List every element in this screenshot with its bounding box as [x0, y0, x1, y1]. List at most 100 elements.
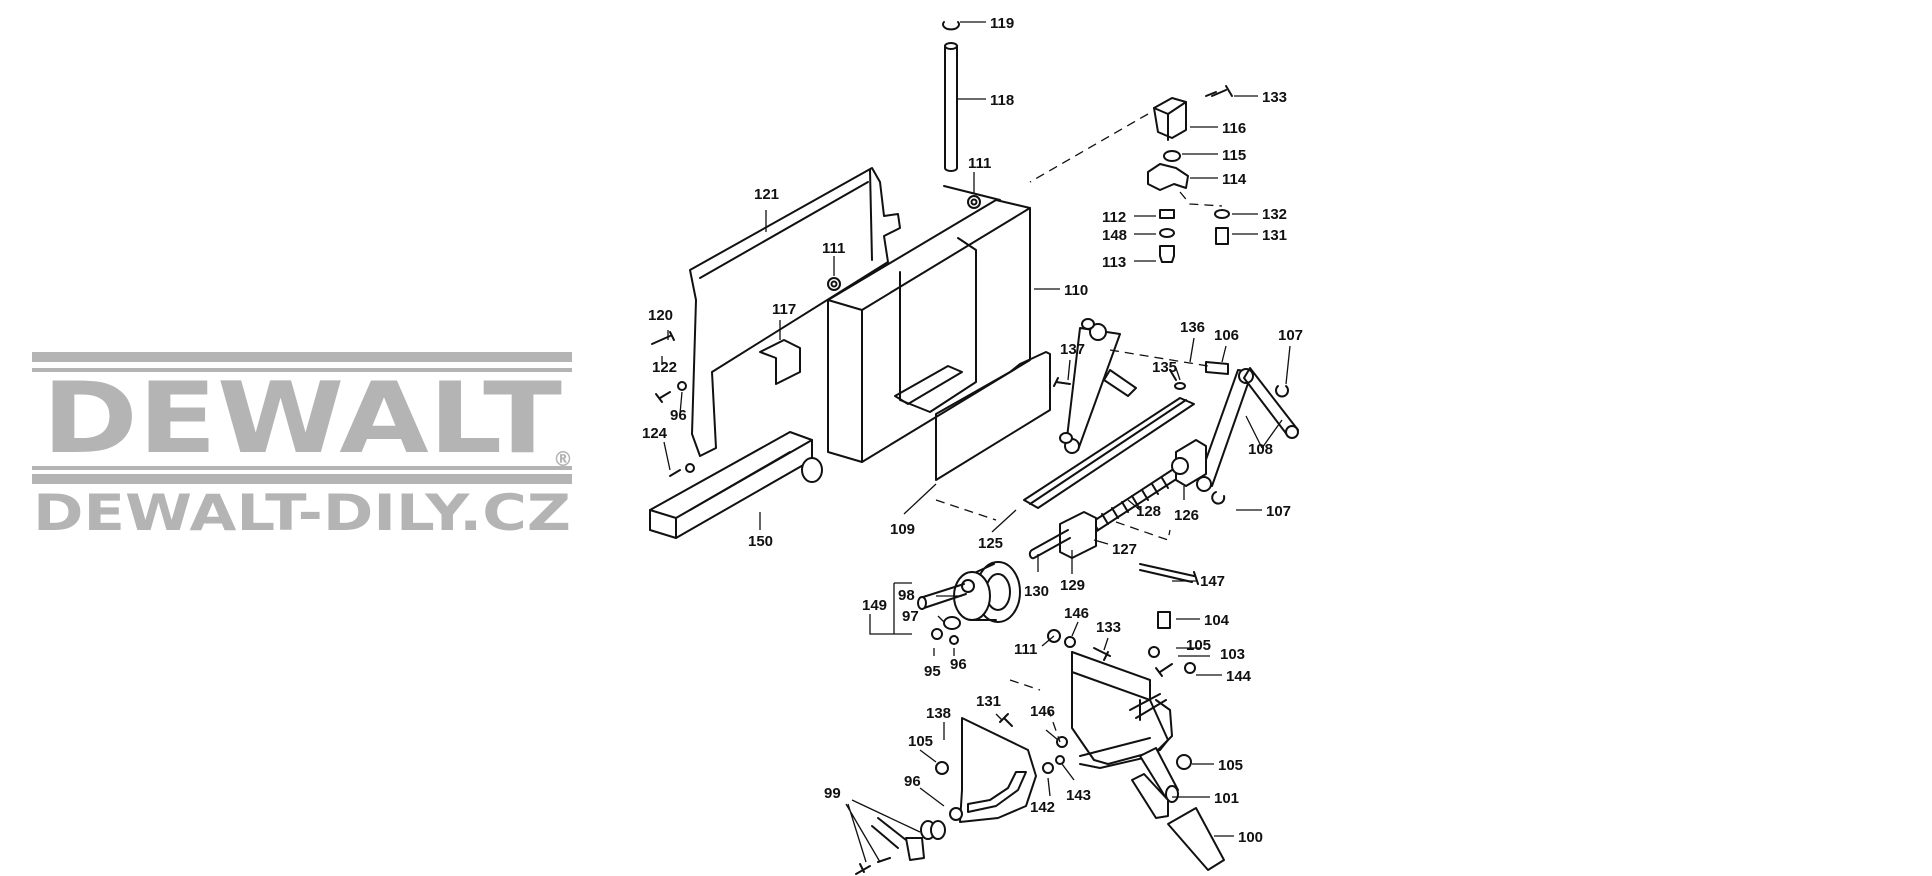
washer-96-b	[685, 463, 695, 473]
callout-95: 95	[924, 663, 941, 680]
callout-142: 142	[1030, 799, 1055, 816]
callout-133-fence: 133	[1096, 619, 1121, 636]
nut-111-a	[967, 195, 981, 209]
handle-101	[1131, 773, 1169, 819]
lock-handle-99	[855, 817, 946, 875]
washer-146-a	[1064, 636, 1076, 648]
callout-133: 133	[1262, 89, 1287, 106]
callout-144: 144	[1226, 668, 1252, 685]
callout-106: 106	[1214, 327, 1239, 344]
bolt-113	[1159, 245, 1175, 263]
handwheel-assembly	[917, 561, 1021, 645]
callout-98: 98	[898, 587, 915, 604]
nut-105-b	[1176, 754, 1192, 770]
watermark-site: DEWALT-DILY.CZ	[33, 484, 571, 542]
clamp-114	[1147, 163, 1189, 191]
callout-146-lower: 146	[1030, 703, 1055, 720]
leader-lines	[661, 21, 1291, 863]
dewalt-watermark: DEWALT ® DEWALT-DILY.CZ	[32, 352, 573, 542]
bolt-131	[1215, 227, 1229, 245]
rear-panel-121	[689, 167, 901, 457]
callout-119: 119	[990, 15, 1014, 32]
screw-131	[999, 713, 1013, 727]
block-126	[1175, 439, 1207, 487]
callout-131-lower: 131	[976, 693, 1001, 710]
pin-106	[1205, 361, 1229, 375]
parts-drawing	[649, 21, 1299, 875]
callout-129: 129	[1060, 577, 1085, 594]
callout-100: 100	[1238, 829, 1263, 846]
callout-127: 127	[1112, 541, 1137, 558]
block-127	[1059, 511, 1097, 559]
quadrant-plate-138	[959, 717, 1037, 823]
callout-143: 143	[1066, 787, 1091, 804]
callout-146-top: 146	[1064, 605, 1089, 622]
callout-138: 138	[926, 705, 951, 722]
callout-108: 108	[1248, 441, 1273, 458]
fence-assembly	[1071, 651, 1179, 803]
callout-112: 112	[1102, 209, 1126, 226]
callout-132: 132	[1262, 206, 1287, 223]
nut-111-b	[827, 277, 841, 291]
screw-124-b	[669, 469, 681, 477]
bolt-147	[1139, 563, 1199, 585]
bracket-117	[759, 339, 801, 385]
nut-144	[1184, 662, 1196, 674]
rod-118	[944, 42, 958, 172]
nut-142	[1042, 762, 1054, 774]
callout-135: 135	[1152, 359, 1177, 376]
clip-107-a	[1275, 385, 1289, 398]
callout-131: 131	[1262, 227, 1287, 244]
washer-135	[1174, 382, 1186, 390]
callout-124: 124	[642, 425, 668, 442]
callout-111-top: 111	[968, 155, 991, 172]
callout-128: 128	[1136, 503, 1161, 520]
callout-126: 126	[1174, 507, 1199, 524]
callout-116: 116	[1222, 120, 1246, 137]
callout-149: 149	[862, 597, 887, 614]
rail-125	[1023, 397, 1195, 509]
callout-101: 101	[1214, 790, 1239, 807]
nut-112	[1159, 209, 1175, 219]
clip-107-b	[1211, 491, 1226, 505]
callout-107-top: 107	[1278, 327, 1303, 344]
nut-105-c	[935, 761, 949, 775]
bolt-104	[1157, 611, 1171, 629]
callout-136: 136	[1180, 319, 1205, 336]
callout-103: 103	[1220, 646, 1245, 663]
screw-136	[1169, 369, 1177, 381]
extension-arm-150	[649, 431, 823, 539]
callout-122: 122	[652, 359, 677, 376]
callout-97: 97	[902, 608, 919, 625]
watermark-logo: DEWALT	[42, 362, 562, 476]
callout-118: 118	[990, 92, 1014, 109]
washer-96-a	[677, 381, 687, 391]
callout-96-lower: 96	[904, 773, 921, 790]
part-callouts: 119 118 133 116 115 114 132 131 112 148 …	[642, 15, 1303, 846]
callout-117: 117	[772, 301, 796, 318]
callout-110: 110	[1064, 282, 1088, 299]
washer-148	[1159, 228, 1175, 238]
callout-104: 104	[1204, 612, 1230, 629]
callout-125: 125	[978, 535, 1003, 552]
shaft-130	[1028, 529, 1071, 560]
washer-96-c	[949, 635, 959, 645]
callout-137: 137	[1060, 341, 1085, 358]
callout-99: 99	[824, 785, 841, 802]
assembly-dash-lines	[935, 113, 1223, 743]
bolt-133	[1205, 85, 1233, 97]
screw-137	[1053, 377, 1071, 387]
callout-148: 148	[1102, 227, 1127, 244]
callout-111-fence: 111	[1014, 641, 1037, 658]
slide-plate-109	[935, 351, 1051, 481]
main-frame-110	[827, 185, 1031, 463]
callout-147: 147	[1200, 573, 1225, 590]
callout-114: 114	[1222, 171, 1247, 188]
callout-111-mid: 111	[822, 240, 845, 257]
callout-105-left: 105	[908, 733, 933, 750]
watermark-registered-mark: ®	[553, 447, 573, 471]
washer-115	[1163, 150, 1181, 162]
screw-124	[655, 391, 671, 403]
bolt-103	[1155, 663, 1173, 677]
